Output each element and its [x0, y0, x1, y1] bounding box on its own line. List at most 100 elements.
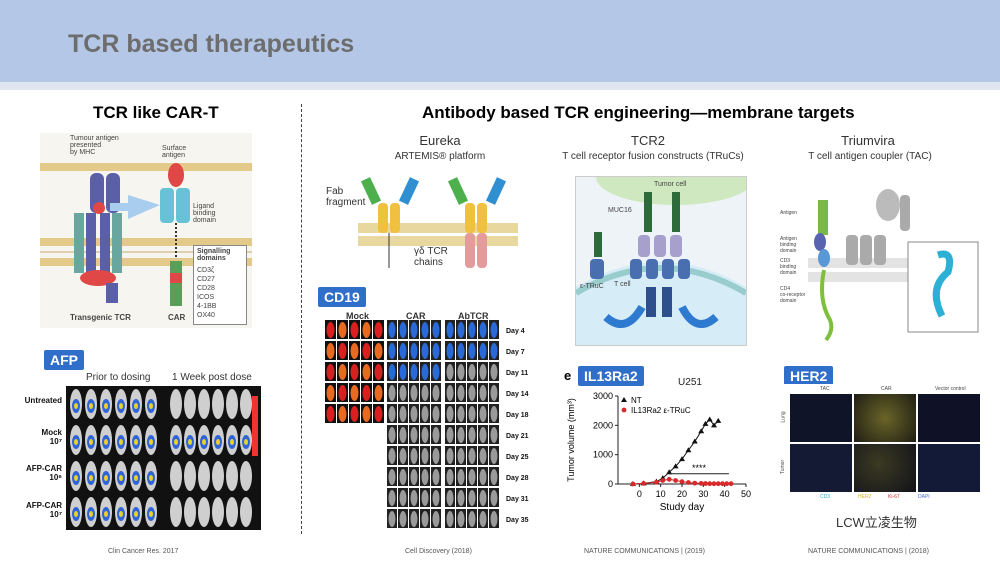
mouse-tile-abtcr — [489, 320, 499, 339]
mouse-tile — [226, 425, 238, 455]
data-point — [728, 481, 734, 487]
mouse-tile-mock — [337, 341, 348, 360]
data-point — [691, 438, 698, 444]
mouse-tile — [130, 461, 142, 491]
mouse-tile — [70, 461, 82, 491]
eureka-subtitle: ARTEMIS® platform — [394, 151, 486, 162]
mouse-tile-mock — [349, 320, 360, 339]
data-point — [715, 417, 722, 423]
mouse-tile-mock — [337, 404, 348, 423]
mouse-tile — [184, 425, 196, 455]
label-t-cell: T cell — [614, 281, 631, 288]
mouse-tile-mock — [325, 383, 336, 402]
mouse-tile-mock — [373, 320, 384, 339]
slide-title: TCR based therapeutics — [68, 30, 355, 58]
mouse-tile — [170, 389, 182, 419]
mouse-tile-car — [398, 383, 408, 402]
legend-label: NT — [631, 396, 642, 405]
cd19-col-header: AbTCR — [458, 311, 489, 321]
mouse-tile — [145, 389, 157, 419]
mouse-tile-abtcr — [456, 509, 466, 528]
her2-col-header: CAR — [881, 386, 892, 392]
mouse-tile — [130, 425, 142, 455]
tcr2-diagram-svg — [576, 177, 746, 345]
x-axis-label: Study day — [660, 502, 704, 513]
mouse-tile-abtcr — [489, 362, 499, 381]
chart-title: U251 — [678, 377, 702, 388]
cd19-day-label: Day 18 — [506, 412, 529, 419]
mouse-tile — [145, 425, 157, 455]
data-point — [698, 428, 705, 434]
mouse-tile-mock — [361, 362, 372, 381]
cd19-day-label: Day 7 — [506, 349, 525, 356]
mouse-tile-car — [398, 425, 408, 444]
mouse-tile-car — [409, 320, 419, 339]
label-cd3-binding-domain: CD3 binding domain — [780, 258, 797, 276]
label-antigen-binding-domain: Antigen binding domain — [780, 236, 797, 254]
triumvira-diagram-svg — [808, 189, 979, 342]
mouse-tile-car — [398, 446, 408, 465]
cd19-imaging-grid — [325, 320, 503, 530]
mouse-tile-abtcr — [489, 425, 499, 444]
her2-tile-car-tumor — [854, 444, 916, 492]
mouse-tile — [85, 425, 97, 455]
her2-row-header: Tumor — [780, 459, 787, 475]
cd19-day-label: Day 28 — [506, 475, 529, 482]
mouse-tile-car — [420, 362, 430, 381]
data-point — [686, 480, 691, 485]
data-point — [673, 478, 678, 483]
cd19-col-header: CAR — [406, 311, 426, 321]
tcr-car-diagram-svg — [40, 163, 252, 306]
label-antigen: Antigen — [780, 210, 797, 216]
mouse-tile — [85, 389, 97, 419]
footer-cell-discovery: Cell Discovery (2018) — [405, 548, 472, 555]
mouse-tile-car — [431, 425, 441, 444]
mouse-tile — [115, 497, 127, 527]
mouse-tile-mock — [337, 320, 348, 339]
her2-tile-tac-tumor — [790, 444, 852, 492]
data-point — [715, 481, 721, 487]
mouse-tile-car — [431, 320, 441, 339]
mouse-tile-abtcr — [489, 404, 499, 423]
mouse-tile — [240, 389, 252, 419]
mouse-tile — [198, 461, 210, 491]
mouse-tile-abtcr — [467, 446, 477, 465]
header-rule — [0, 82, 1000, 90]
mouse-tile-abtcr — [456, 425, 466, 444]
cd19-col-header: Mock — [346, 311, 370, 321]
mouse-tile — [240, 425, 252, 455]
x-tick-label: 40 — [720, 489, 730, 499]
data-point — [703, 481, 708, 486]
legend-label: IL13Ra2 ε-TRuC — [631, 406, 691, 415]
her2-tile-car-lung — [854, 394, 916, 442]
right-section-title: Antibody based TCR engineering—membrane … — [422, 103, 855, 122]
mouse-tile-car — [420, 488, 430, 507]
mouse-tile-abtcr — [489, 341, 499, 360]
mouse-tile-car — [387, 383, 397, 402]
mouse-tile — [100, 425, 112, 455]
mouse-tile-car — [398, 509, 408, 528]
mouse-tile-mock — [349, 362, 360, 381]
mouse-tile — [100, 461, 112, 491]
y-tick-label: 3000 — [593, 391, 613, 401]
afp-col-post: 1 Week post dose — [172, 372, 252, 383]
mouse-tile-car — [387, 509, 397, 528]
il13-badge: IL13Ra2 — [578, 366, 644, 386]
mouse-tile — [115, 425, 127, 455]
left-section-title: TCR like CAR-T — [93, 103, 219, 122]
mouse-tile — [85, 497, 97, 527]
mouse-tile — [145, 497, 157, 527]
mouse-tile-abtcr — [467, 341, 477, 360]
label-fab-fragment: Fab fragment — [326, 186, 366, 208]
data-point — [711, 422, 717, 428]
footer-nature-comm-2019: NATURE COMMUNICATIONS | (2019) — [584, 548, 705, 555]
mouse-tile — [226, 389, 238, 419]
legend-marker — [621, 407, 627, 413]
mouse-tile-abtcr — [478, 320, 488, 339]
afp-imaging-svg — [70, 389, 258, 527]
x-tick-label: 10 — [656, 489, 666, 499]
mouse-tile-car — [387, 320, 397, 339]
signalling-item: CD27 — [197, 276, 215, 283]
mouse-tile-abtcr — [445, 509, 455, 528]
label-transgenic-tcr: Transgenic TCR — [70, 313, 131, 322]
